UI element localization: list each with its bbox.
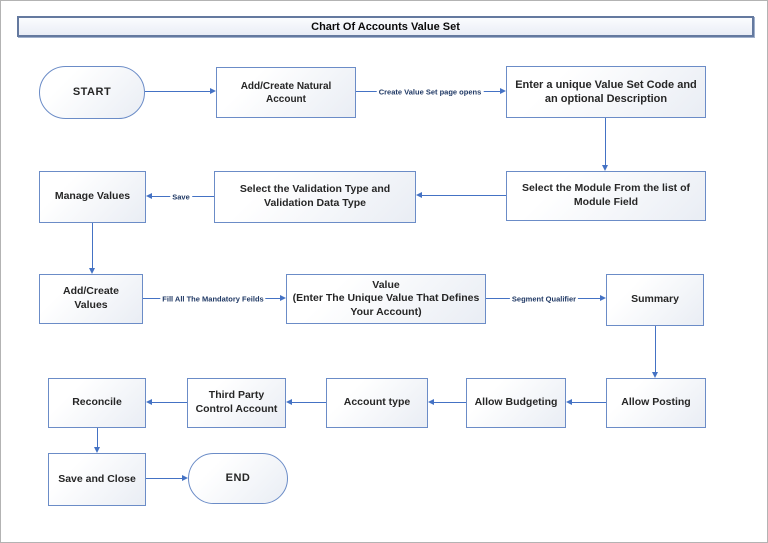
node-add-create-values: Add/Create Values	[39, 274, 143, 324]
connector-enter-to-module	[605, 118, 606, 165]
connector-save-to-end	[146, 478, 182, 479]
arrowhead-down-icon	[652, 372, 658, 378]
node-add-create-natural-account: Add/Create Natural Account	[216, 67, 356, 118]
node-select-module: Select the Module From the list of Modul…	[506, 171, 706, 221]
node-allow-budgeting: Allow Budgeting	[466, 378, 566, 428]
node-summary: Summary	[606, 274, 704, 326]
connector-account-to-thirdparty	[292, 402, 326, 403]
node-value: Value (Enter The Unique Value That Defin…	[286, 274, 486, 324]
edge-label-create-value-set-page-opens: Create Value Set page opens	[376, 87, 484, 97]
connector-manage-to-values	[92, 223, 93, 268]
node-start: START	[39, 66, 145, 119]
diagram-title-text: Chart Of Accounts Value Set	[311, 20, 460, 33]
node-reconcile: Reconcile	[48, 378, 146, 428]
arrowhead-down-icon	[94, 447, 100, 453]
arrowhead-left-icon	[286, 399, 292, 405]
connector-module-to-validation	[422, 195, 506, 196]
connector-thirdparty-to-reconcile	[152, 402, 187, 403]
connector-summary-to-posting	[655, 326, 656, 372]
diagram-title: Chart Of Accounts Value Set	[17, 16, 754, 37]
connector-reconcile-to-save	[97, 428, 98, 447]
node-end: END	[188, 453, 288, 504]
node-allow-posting: Allow Posting	[606, 378, 706, 428]
arrowhead-right-icon	[500, 88, 506, 94]
arrowhead-left-icon	[428, 399, 434, 405]
connector-start-to-natural	[145, 91, 210, 92]
connector-budgeting-to-account	[434, 402, 466, 403]
edge-label-fill-all-mandatory: Fill All The Mandatory Feilds	[160, 294, 266, 304]
node-enter-value-set-code: Enter a unique Value Set Code and an opt…	[506, 66, 706, 118]
node-select-validation-type: Select the Validation Type and Validatio…	[214, 171, 416, 223]
arrowhead-left-icon	[566, 399, 572, 405]
node-value-line2: (Enter The Unique Value That Defines You…	[292, 292, 480, 318]
arrowhead-right-icon	[600, 295, 606, 301]
node-third-party-control-account: Third Party Control Account	[187, 378, 286, 428]
edge-label-save: Save	[170, 192, 192, 202]
arrowhead-left-icon	[416, 192, 422, 198]
connector-posting-to-budgeting	[572, 402, 606, 403]
node-account-type: Account type	[326, 378, 428, 428]
node-manage-values: Manage Values	[39, 171, 146, 223]
node-value-line1: Value	[372, 278, 400, 291]
node-save-and-close: Save and Close	[48, 453, 146, 506]
arrowhead-right-icon	[210, 88, 216, 94]
arrowhead-left-icon	[146, 399, 152, 405]
edge-label-segment-qualifier: Segment Qualifier	[509, 294, 579, 304]
arrowhead-down-icon	[602, 165, 608, 171]
arrowhead-right-icon	[182, 475, 188, 481]
arrowhead-right-icon	[280, 295, 286, 301]
arrowhead-down-icon	[89, 268, 95, 274]
arrowhead-left-icon	[146, 193, 152, 199]
